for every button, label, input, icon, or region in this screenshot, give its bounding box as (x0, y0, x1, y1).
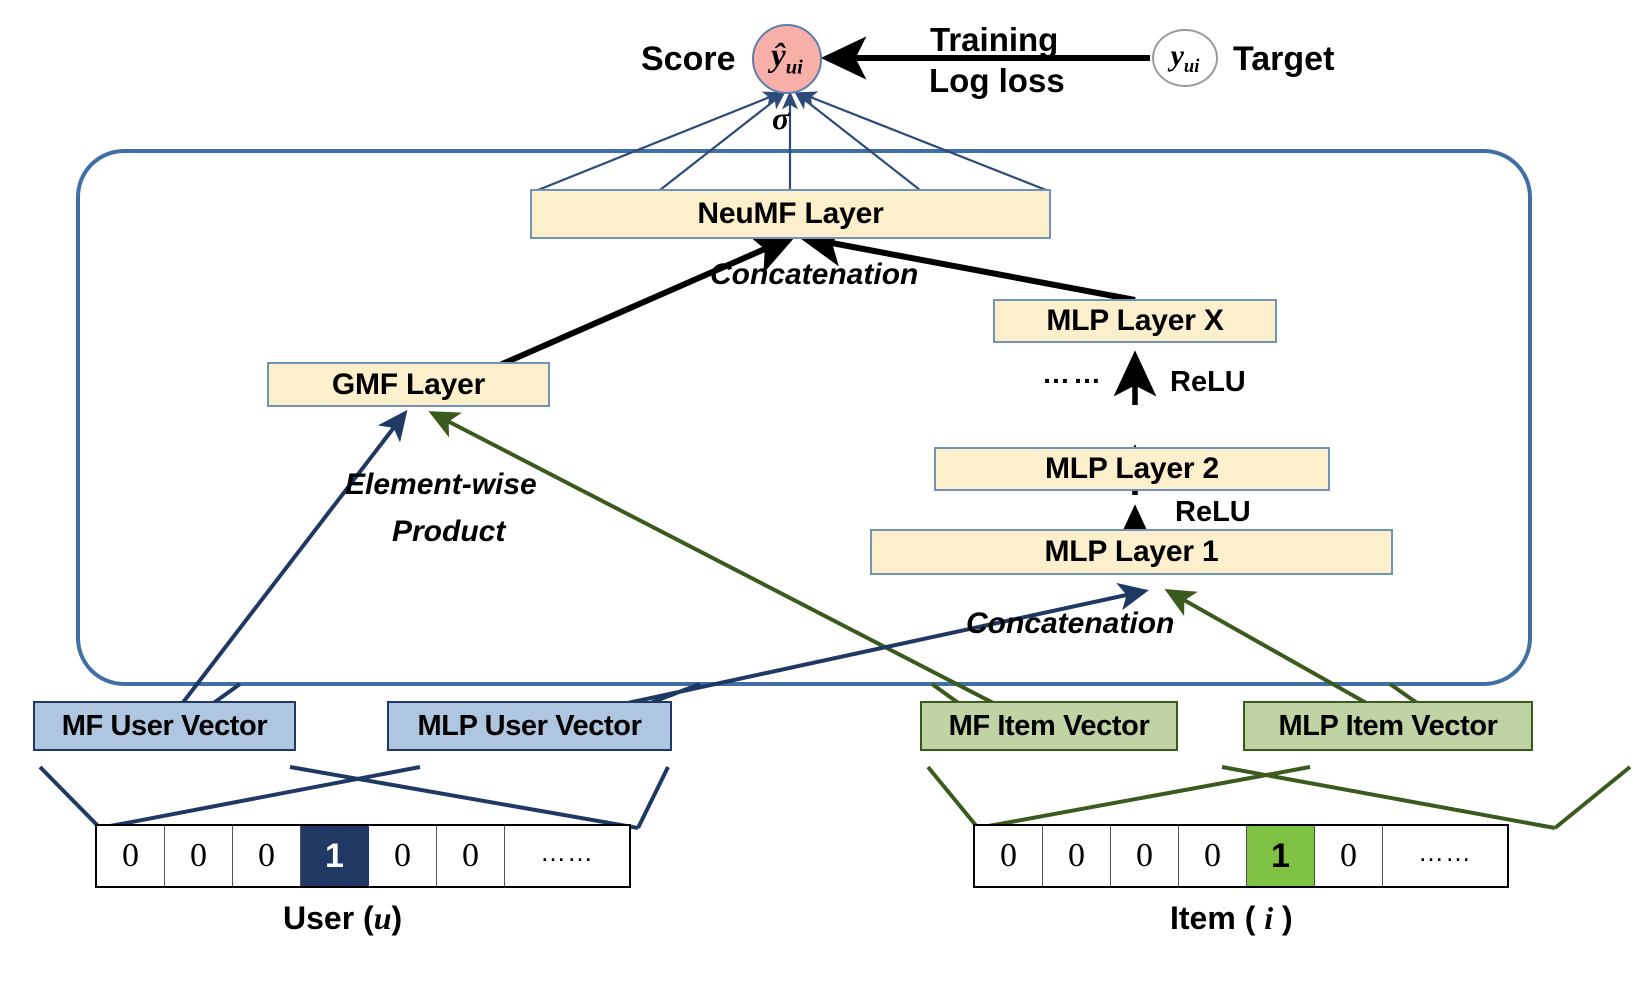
target-label: Target (1233, 40, 1335, 78)
user-caption-suffix: ) (391, 900, 403, 936)
user-caption-prefix: User ( (283, 900, 374, 936)
concatenation-top-label: Concatenation (710, 258, 919, 291)
item-cell-4-hot: 1 (1247, 826, 1315, 886)
user-cell-0: 0 (97, 826, 165, 886)
sigma-fan-edges (537, 91, 1047, 192)
user-cell-6-ellipsis: …… (505, 826, 629, 886)
item-caption-prefix: Item ( (1170, 900, 1265, 936)
user-caption: User (u) (283, 900, 402, 937)
item-cell-0: 0 (975, 826, 1043, 886)
mlp-layer-x-box: MLP Layer X (993, 299, 1277, 343)
item-caption-var: i (1264, 900, 1274, 936)
item-caption: Item ( i ) (1170, 900, 1293, 937)
mf-user-to-gmf-edge (166, 409, 408, 724)
user-cell-4: 0 (369, 826, 437, 886)
mf-item-vector-box: MF Item Vector (920, 701, 1178, 751)
score-label: Score (641, 40, 736, 78)
training-label: Training (930, 21, 1059, 58)
logloss-label: Log loss (929, 62, 1065, 99)
mlp-layer-2-box: MLP Layer 2 (934, 447, 1330, 491)
user-onehot-vector: 0 0 0 1 0 0 …… (95, 824, 631, 888)
target-node: yui (1152, 29, 1218, 87)
target-value: yui (1170, 38, 1200, 77)
item-cell-6-ellipsis: …… (1383, 826, 1507, 886)
mf-user-vector-box: MF User Vector (33, 701, 296, 751)
predicted-score-node: ŷui (752, 24, 822, 94)
user-cell-2: 0 (233, 826, 301, 886)
mlp-item-vector-box: MLP Item Vector (1243, 701, 1533, 751)
item-onehot-vector: 0 0 0 0 1 0 …… (973, 824, 1509, 888)
mlp-dots-label: …… (1042, 358, 1104, 389)
sigma-label: σ (772, 100, 790, 136)
gmf-layer-box: GMF Layer (267, 362, 550, 407)
item-cell-5: 0 (1315, 826, 1383, 886)
relu-lower-label: ReLU (1175, 496, 1251, 528)
item-caption-suffix: ) (1273, 900, 1293, 936)
elementwise-label-line2: Product (392, 515, 506, 548)
user-cell-1: 0 (165, 826, 233, 886)
user-onehot-to-embedding-edges (38, 765, 670, 830)
item-onehot-to-embedding-edges (926, 765, 1632, 830)
item-cell-2: 0 (1111, 826, 1179, 886)
user-cell-3-hot: 1 (301, 826, 369, 886)
user-cell-5: 0 (437, 826, 505, 886)
concatenation-bottom-label: Concatenation (966, 607, 1175, 640)
item-cell-1: 0 (1043, 826, 1111, 886)
user-caption-var: u (373, 900, 392, 936)
mlp-layer-1-box: MLP Layer 1 (870, 529, 1393, 575)
item-cell-3: 0 (1179, 826, 1247, 886)
elementwise-label-line1: Element-wise (345, 468, 537, 501)
score-value: ŷui (771, 38, 803, 79)
mlp-user-vector-box: MLP User Vector (387, 701, 672, 751)
relu-upper-label: ReLU (1170, 366, 1246, 398)
neumf-layer-box: NeuMF Layer (530, 189, 1051, 239)
